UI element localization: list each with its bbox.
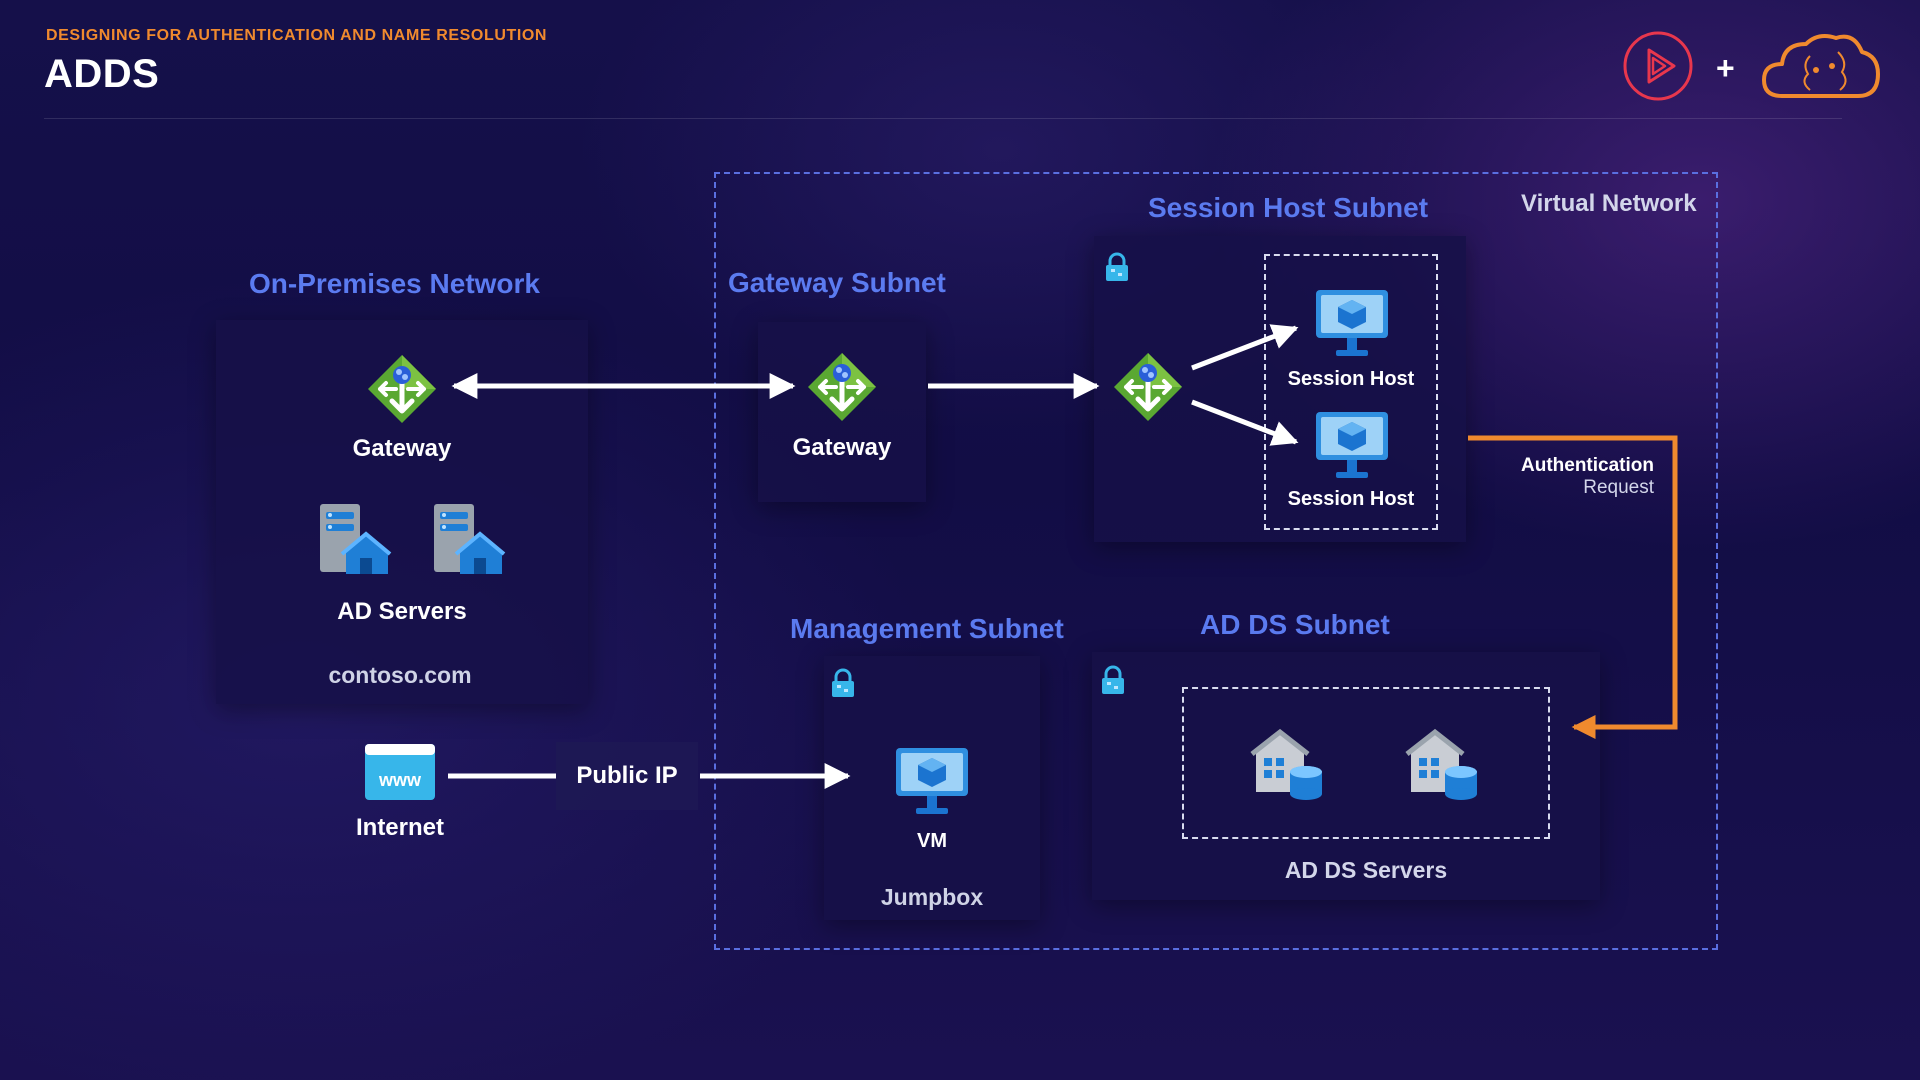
ad-ds-server-icon	[1405, 728, 1477, 800]
onprem-gateway-label: Gateway	[352, 435, 452, 462]
lb-to-session-host-2-arrow	[1191, 399, 1299, 446]
gateway-subnet-title: Gateway Subnet	[728, 267, 946, 298]
gateway-subnet-gateway-label: Gateway	[792, 434, 892, 461]
monitor-vm-icon	[1316, 412, 1388, 478]
internet-label: Internet	[355, 814, 444, 841]
public-ip-box	[556, 742, 698, 810]
lock-icon	[832, 668, 854, 697]
virtual-network-boundary	[714, 172, 1718, 950]
lb-to-session-host-1-arrow	[1191, 324, 1299, 371]
virtual-network-label: Virtual Network	[1521, 190, 1697, 217]
www-text: www	[378, 770, 422, 790]
header-divider	[44, 118, 1842, 119]
session-host-pool-boundary	[1264, 254, 1438, 530]
session-host-2-label: Session Host	[1287, 488, 1415, 510]
onprem-title: On-Premises Network	[249, 268, 540, 299]
monitor-vm-icon	[1316, 290, 1388, 356]
management-subnet-title: Management Subnet	[790, 613, 1064, 644]
adds-server-pool-boundary	[1182, 687, 1550, 839]
ad-server-icon	[434, 504, 506, 574]
public-ip-label: Public IP	[576, 762, 678, 789]
adds-subnet-title: AD DS Subnet	[1200, 609, 1390, 640]
adds-servers-label: AD DS Servers	[1284, 857, 1448, 883]
onprem-domain-label: contoso.com	[328, 662, 472, 688]
ad-ds-server-icon	[1250, 728, 1322, 800]
session-host-1-label: Session Host	[1287, 368, 1415, 390]
authentication-request-arrow	[1468, 435, 1678, 739]
auth-request-line2: Request	[1583, 477, 1654, 498]
load-balancer-icon	[1114, 353, 1182, 421]
slide-title: ADDS	[44, 52, 160, 96]
lock-icon	[1106, 252, 1128, 281]
www-icon: www	[365, 744, 435, 800]
lock-icon	[1102, 665, 1124, 694]
ad-server-icon	[320, 504, 392, 574]
plus-sign: +	[1716, 50, 1735, 86]
play-logo-icon	[1623, 31, 1693, 101]
ad-servers-label: AD Servers	[337, 598, 467, 625]
jumpbox-label: Jumpbox	[880, 884, 984, 910]
gateway-icon	[368, 355, 436, 423]
vm-label: VM	[917, 830, 947, 852]
gateway-icon	[808, 353, 876, 421]
session-host-subnet-title: Session Host Subnet	[1148, 192, 1429, 223]
cloud-brain-icon	[1762, 34, 1880, 98]
monitor-vm-icon	[896, 748, 968, 814]
auth-request-line1: Authentication	[1521, 455, 1654, 476]
slide-subtitle: DESIGNING FOR AUTHENTICATION AND NAME RE…	[46, 27, 548, 44]
adds-subnet-panel	[1092, 652, 1600, 900]
